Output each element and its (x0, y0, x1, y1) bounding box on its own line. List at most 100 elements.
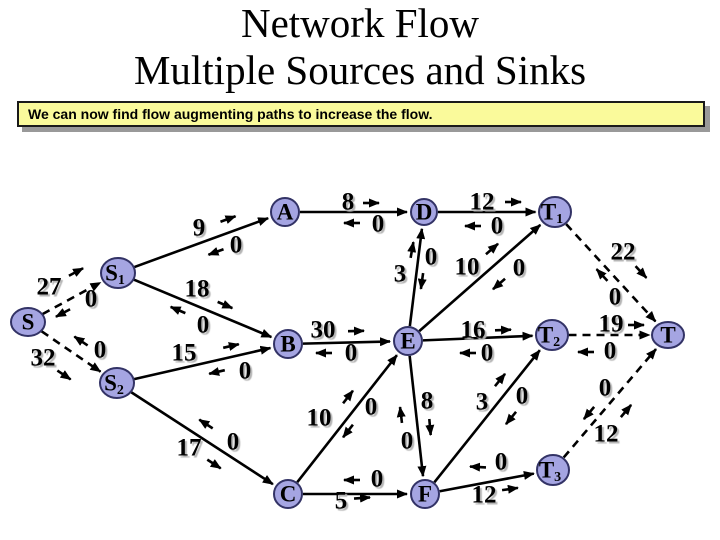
edge-S1-A-flow-arrow (207, 247, 224, 256)
edge-S1-A-cap-arrow (220, 215, 237, 224)
edge-C-E-cap-arrow (342, 389, 354, 405)
edge-S-S1-cap-arrow (68, 267, 84, 277)
edge-E-F-flow-label: 0 (401, 428, 414, 455)
node-T1-circle (538, 196, 572, 228)
edge-S-S1-flow-label: 0 (85, 286, 98, 313)
edge-T3-T (562, 348, 657, 459)
edge-E-T2-cap-label: 16 (461, 317, 486, 344)
node-D-label: D (416, 200, 433, 225)
edge-E-T1-flow-label: 0 (513, 255, 526, 282)
edge-S2-B-flow-label: 0 (239, 358, 252, 385)
edge-E-F-flow-arrow (396, 406, 406, 424)
edge-S-S2-flow-arrow (73, 335, 89, 347)
edge-E-D-cap-arrow (407, 241, 417, 259)
node-S2: S2 (99, 367, 135, 399)
edge-S2-C-flow-arrow (198, 418, 214, 430)
edge-T3-T-flow-label: 0 (599, 375, 612, 402)
slide-title: Network Flow Multiple Sources and Sinks (0, 0, 720, 94)
edge-A-D-cap-label: 8 (342, 189, 355, 216)
edge-T3-T-cap-label: 12 (594, 421, 619, 448)
node-E: E (393, 326, 423, 356)
edge-E-T2 (422, 331, 534, 342)
node-D: D (410, 198, 438, 226)
node-C-circle (273, 479, 303, 509)
edge-S1-B (133, 278, 273, 339)
node-A-label: A (277, 200, 294, 225)
edge-E-D-cap-label: 3 (394, 261, 407, 288)
edge-S2-B (133, 345, 272, 381)
node-C: C (273, 479, 303, 509)
node-T2-circle (535, 319, 569, 351)
edge-S2-C-cap-arrow (206, 458, 222, 470)
edge-S2-C-cap-label: 17 (177, 435, 202, 462)
edge-S1-A-flow-label: 0 (230, 232, 243, 259)
edge-F-T3-flow-label: 0 (495, 449, 508, 476)
node-D-circle (410, 198, 438, 226)
edge-S1-A (133, 216, 270, 269)
edge-F-T3 (439, 471, 535, 493)
node-B: B (273, 329, 303, 359)
edge-C-E (296, 354, 398, 483)
edge-F-T2-flow-arrow (504, 410, 518, 426)
node-T: T (651, 321, 685, 349)
edge-D-T1-cap-label: 12 (470, 189, 495, 216)
node-F-label: F (418, 482, 432, 507)
node-T-circle (651, 321, 685, 349)
edge-T2-T-cap-label: 19 (599, 311, 624, 338)
edge-A-D-flow-label: 0 (372, 211, 385, 238)
edge-S-S2-cap-label: 32 (31, 345, 56, 372)
node-F: F (410, 479, 440, 509)
edge-S2-B-cap-arrow (222, 342, 240, 351)
edge-S-S2-cap-arrow (56, 369, 72, 381)
edge-S2-B-flow-arrow (208, 367, 226, 376)
edge-S1-B-cap-label: 18 (185, 276, 210, 303)
node-F-circle (410, 479, 440, 509)
edge-E-F (408, 355, 427, 478)
edge-E-T1-flow-arrow (492, 277, 506, 291)
edge-C-F-cap-label: 5 (335, 488, 348, 515)
node-S-label: S (22, 310, 35, 335)
edge-S2-C-flow-label: 0 (227, 429, 240, 456)
edge-E-F-cap-label: 8 (421, 388, 434, 415)
edge-F-T2 (433, 349, 541, 484)
node-T3-circle (536, 454, 570, 486)
edge-T2-T-flow-label: 0 (604, 338, 617, 365)
edge-C-F-cap-arrow (353, 493, 371, 503)
node-S: S (10, 307, 46, 337)
edge-S2-C (130, 391, 274, 486)
edge-C-F-flow-label: 0 (371, 466, 384, 493)
edge-F-T3-cap-arrow (501, 484, 519, 494)
edge-S1-A-cap-label: 9 (193, 215, 206, 242)
callout-banner: We can now find flow augmenting paths to… (17, 101, 705, 127)
edge-T1-T-cap-arrow (634, 265, 648, 279)
edge-S-S1-flow-arrow (55, 308, 71, 318)
edge-B-E (302, 337, 392, 347)
title-line-1: Network Flow (240, 0, 479, 46)
edge-C-E-flow-arrow (342, 423, 354, 439)
edge-F-T2-cap-arrow (493, 372, 507, 388)
edge-S2-B-cap-label: 15 (172, 340, 197, 367)
edge-S-S1-cap-label: 27 (37, 274, 62, 301)
node-B-label: B (280, 332, 295, 357)
node-S2-circle (99, 367, 135, 399)
edge-D-T1-flow-label: 0 (491, 213, 504, 240)
title-line-2: Multiple Sources and Sinks (133, 47, 587, 93)
edge-S-S1 (41, 281, 102, 316)
edge-C-E-cap-label: 10 (307, 405, 332, 432)
edge-E-D (408, 227, 426, 327)
edge-E-T2-cap-arrow (494, 325, 512, 335)
edge-E-D-flow-arrow (417, 272, 427, 290)
node-T3: T3 (536, 454, 570, 486)
edge-T3-T-cap-arrow (619, 404, 633, 418)
edge-F-T2-cap-label: 3 (476, 389, 489, 416)
node-E-circle (393, 326, 423, 356)
node-E-label: E (400, 329, 415, 354)
edge-E-T2-flow-label: 0 (481, 340, 494, 367)
edge-S1-B-cap-arrow (217, 300, 234, 310)
node-S1: S1 (100, 257, 136, 289)
edge-T3-T-flow-arrow (582, 406, 596, 420)
edge-T1-T-flow-label: 0 (609, 284, 622, 311)
edge-E-F-cap-arrow (425, 418, 435, 436)
